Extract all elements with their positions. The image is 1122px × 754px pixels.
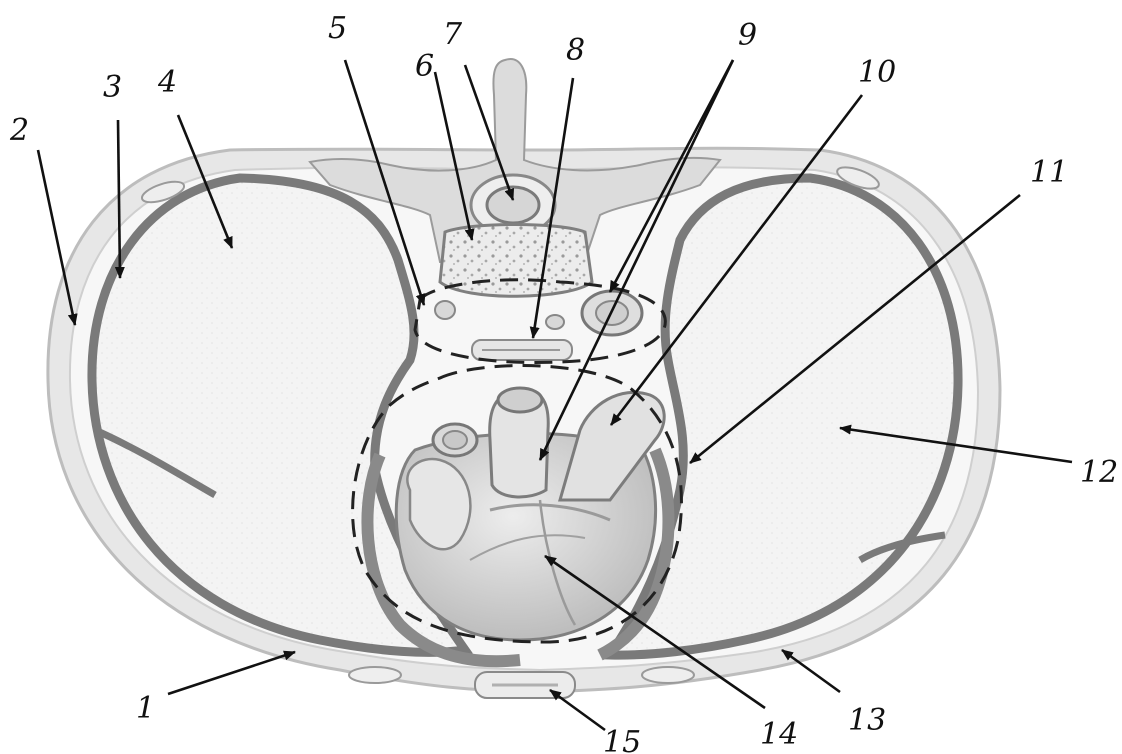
label-2: 2 <box>9 113 29 148</box>
label-12: 12 <box>1080 455 1118 490</box>
label-3: 3 <box>103 70 122 105</box>
label-14: 14 <box>760 717 798 752</box>
label-5: 5 <box>328 11 347 46</box>
sternum <box>475 672 575 698</box>
label-10: 10 <box>858 55 896 90</box>
arrow-15 <box>550 690 605 730</box>
vertebral-body <box>440 225 592 297</box>
spinal-cord <box>487 187 539 223</box>
label-4: 4 <box>157 65 177 100</box>
label-9: 9 <box>738 18 757 53</box>
arrow-1 <box>168 652 295 694</box>
label-6: 6 <box>415 49 434 84</box>
label-11: 11 <box>1030 155 1068 190</box>
label-15: 15 <box>603 725 641 754</box>
label-8: 8 <box>566 33 585 68</box>
label-1: 1 <box>136 691 155 726</box>
label-13: 13 <box>848 703 886 738</box>
label-7: 7 <box>443 17 463 52</box>
